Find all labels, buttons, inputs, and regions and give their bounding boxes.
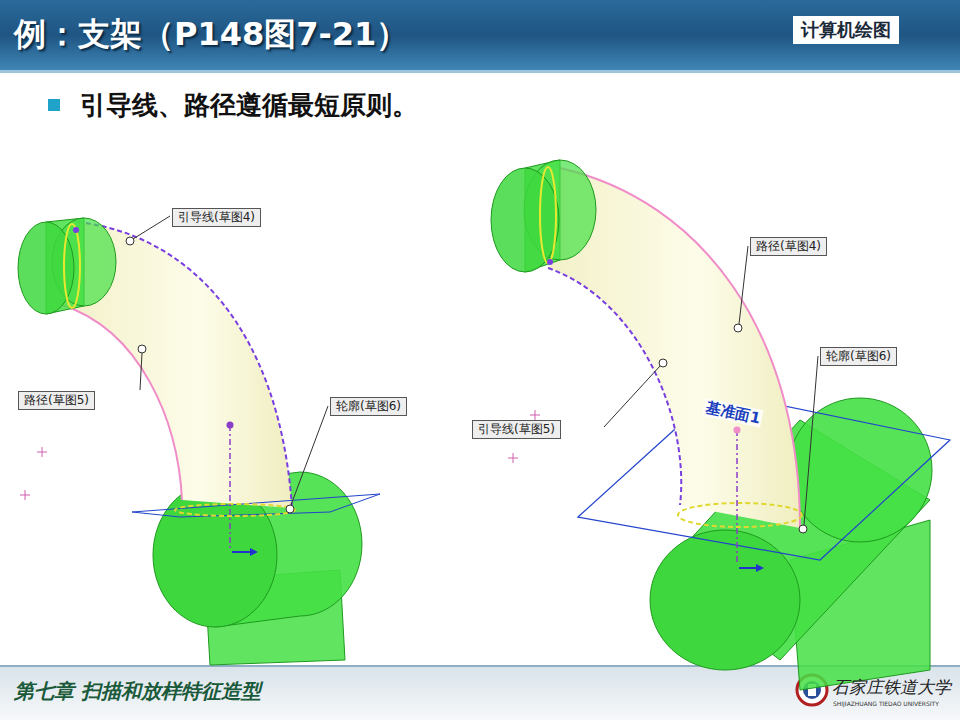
callout-box: 轮廓(草图6)	[330, 397, 407, 416]
header-badge: 计算机绘图	[793, 16, 899, 44]
callout-box: 路径(草图4)	[750, 237, 827, 256]
callout-label: 路径(草图5)	[24, 393, 89, 408]
callout-label: 路径(草图4)	[756, 239, 821, 254]
leader-lines	[126, 216, 818, 533]
callout-label: 轮廓(草图6)	[826, 349, 891, 364]
bullet-text: 引导线、路径遵循最短原则。	[80, 88, 418, 122]
university-name-en: SHIJIAZHUANG TIEDAO UNIVERSITY	[833, 700, 939, 708]
slide-title: 例：支架（P148图7-21）	[14, 14, 408, 54]
title-bar	[0, 0, 960, 70]
university-name: 石家庄铁道大学	[832, 676, 951, 698]
callout-box: 轮廓(草图6)	[820, 347, 897, 366]
sketch-points	[20, 410, 540, 500]
title-rule	[0, 70, 960, 73]
callout-label: 轮廓(草图6)	[336, 399, 401, 414]
callout-box: 路径(草图5)	[18, 391, 95, 410]
callout-label: 引导线(草图4)	[178, 210, 255, 225]
callout-box: 引导线(草图4)	[172, 208, 261, 227]
left-model	[18, 218, 380, 665]
bullet	[48, 99, 60, 111]
callout-box: 引导线(草图5)	[472, 420, 561, 439]
chapter-footer: 第七章 扫描和放样特征造型	[14, 678, 261, 704]
callout-label: 引导线(草图5)	[478, 422, 555, 437]
